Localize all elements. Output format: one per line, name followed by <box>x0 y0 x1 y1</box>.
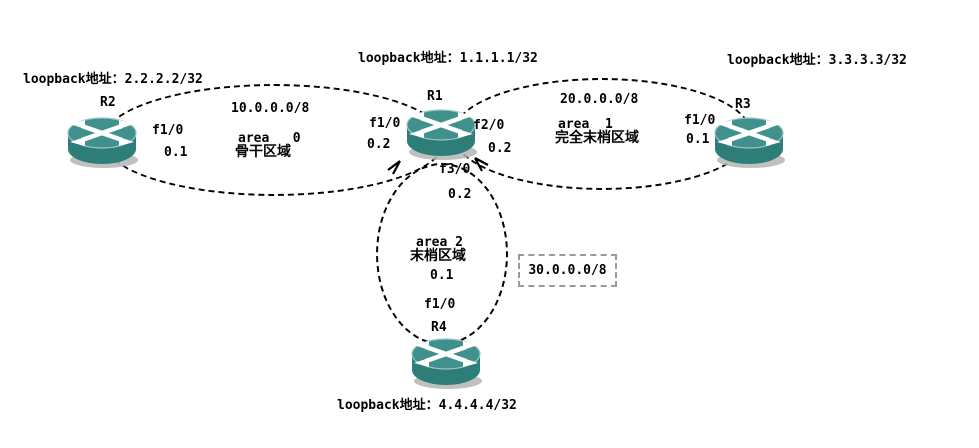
r2-f10-port: f1/0 <box>152 123 184 138</box>
r1-f30-port: f3/0 <box>439 162 471 177</box>
router-icon <box>406 109 477 160</box>
router-r4 <box>407 332 485 390</box>
arrowhead-left-icon <box>387 160 401 175</box>
area1-type: 完全末梢区域 <box>555 130 639 146</box>
router-icon <box>67 117 138 168</box>
area2-label: area 2 <box>416 235 463 250</box>
router-r1 <box>402 103 480 161</box>
area1-label: area 1 <box>558 117 613 132</box>
r1-f20-ip: 0.2 <box>488 141 512 156</box>
r3-f10-port: f1/0 <box>684 113 716 128</box>
router-r2 <box>63 111 141 169</box>
r1-f30-ip: 0.2 <box>448 187 472 202</box>
area2-network-box: 30.0.0.0/8 <box>518 254 617 287</box>
r4-f10-port: f1/0 <box>424 297 456 312</box>
arrowhead-right-icon <box>474 157 489 172</box>
router-name-r2: R2 <box>100 95 116 110</box>
r1-f10-ip: 0.2 <box>367 137 391 152</box>
r3-f10-ip: 0.1 <box>686 132 710 147</box>
router-r3 <box>710 111 788 169</box>
loopback-label-r3: loopback地址：3.3.3.3/32 <box>727 53 907 68</box>
area0-type: 骨干区域 <box>235 144 291 160</box>
area0-network: 10.0.0.0/8 <box>231 101 310 116</box>
loopback-label-r2: loopback地址：2.2.2.2/32 <box>23 72 203 87</box>
loopback-label-r4: loopback地址：4.4.4.4/32 <box>337 398 517 413</box>
area2-type: 末梢区域 <box>410 248 466 264</box>
router-name-r3: R3 <box>735 97 751 112</box>
r2-f10-ip: 0.1 <box>164 145 188 160</box>
area2-network-label: 30.0.0.0/8 <box>528 263 607 278</box>
r4-f10-ip: 0.1 <box>430 268 454 283</box>
r1-f10-port: f1/0 <box>369 116 401 131</box>
area1-network: 20.0.0.0/8 <box>560 92 639 107</box>
r1-f20-port: f2/0 <box>473 118 505 133</box>
area0-label: area 0 <box>238 131 301 146</box>
router-icon <box>714 117 785 168</box>
router-name-r4: R4 <box>431 320 447 335</box>
loopback-label-r1: loopback地址：1.1.1.1/32 <box>358 51 538 66</box>
router-name-r1: R1 <box>427 89 443 104</box>
router-icon <box>411 338 482 389</box>
